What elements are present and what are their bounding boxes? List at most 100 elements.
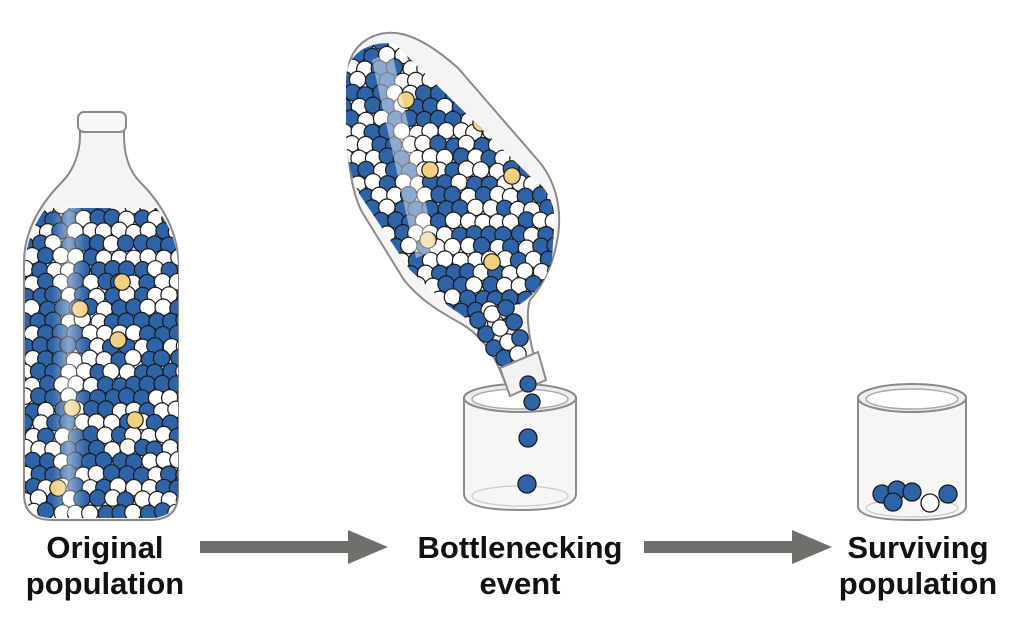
falling-bead: [517, 474, 537, 494]
bead: [416, 313, 435, 332]
bead: [562, 162, 578, 178]
bottle-mouth: [498, 350, 548, 411]
bead: [25, 208, 41, 215]
bead: [552, 302, 555, 321]
bead: [322, 48, 338, 64]
bead: [444, 211, 463, 230]
bead: [546, 136, 555, 154]
bead: [349, 303, 368, 321]
bead: [561, 291, 577, 307]
bead: [410, 22, 426, 38]
bead: [526, 23, 542, 39]
bead: [345, 174, 354, 193]
bead: [377, 277, 396, 295]
bead: [322, 278, 338, 294]
bead: [552, 274, 555, 293]
bead: [530, 135, 549, 154]
bead: [363, 328, 381, 335]
bead: [345, 301, 354, 320]
bead: [323, 23, 339, 39]
bead: [109, 331, 127, 349]
bead: [555, 74, 571, 90]
bead: [523, 393, 541, 411]
bead: [546, 43, 555, 51]
bead: [495, 47, 513, 65]
bead: [545, 288, 555, 307]
bead: [552, 250, 555, 269]
bead: [525, 71, 543, 89]
bead: [481, 23, 497, 39]
bead-cluster: [25, 208, 178, 518]
bead: [364, 301, 382, 319]
bead: [345, 161, 347, 180]
bead: [422, 22, 438, 38]
bead: [170, 248, 178, 267]
bead: [466, 21, 482, 37]
bead: [515, 60, 534, 79]
bead: [170, 348, 178, 367]
bead: [345, 315, 362, 333]
bead: [486, 43, 505, 53]
bead: [176, 438, 178, 456]
bead: [177, 261, 178, 279]
cup-icon: [463, 383, 577, 512]
bead-cluster: [469, 299, 529, 367]
bead: [176, 286, 178, 305]
bead: [560, 87, 576, 103]
bead: [395, 300, 413, 319]
bead: [938, 484, 958, 504]
bead: [345, 263, 361, 282]
bead: [175, 491, 178, 510]
bead: [408, 301, 426, 320]
bead: [435, 326, 454, 335]
bead: [472, 43, 491, 51]
falling-bead: [518, 428, 538, 448]
bead: [323, 251, 339, 267]
bead: [393, 328, 412, 335]
bead: [562, 239, 578, 255]
bead: [357, 237, 376, 256]
bottle-icon: [23, 111, 179, 521]
bead: [546, 314, 555, 333]
bead: [345, 135, 347, 153]
label-line: Original: [46, 530, 164, 565]
bead: [323, 302, 339, 318]
bead: [902, 482, 922, 502]
bead: [36, 246, 55, 265]
bead: [524, 124, 542, 142]
bead: [538, 122, 555, 141]
bead: [351, 225, 370, 243]
bead: [336, 21, 352, 37]
bead: [113, 273, 131, 291]
bead: [545, 59, 555, 78]
bead: [345, 223, 353, 242]
label-line: Bottlenecking: [417, 530, 623, 565]
bead: [345, 43, 347, 52]
bead: [320, 226, 336, 242]
bead: [530, 109, 549, 128]
bead: [544, 110, 555, 129]
bead: [517, 43, 535, 53]
bead: [169, 299, 178, 317]
bead: [345, 290, 362, 308]
bead: [502, 43, 521, 51]
bead: [546, 262, 555, 280]
bead: [479, 73, 498, 92]
bead: [363, 249, 382, 268]
bead: [357, 289, 376, 307]
bead: [345, 263, 347, 282]
bead: [428, 315, 447, 333]
bead: [537, 46, 555, 65]
bead: [532, 43, 550, 53]
bead: [452, 326, 471, 335]
bead: [444, 43, 463, 53]
bead: [443, 288, 462, 306]
bead: [539, 148, 555, 166]
bead: [496, 73, 515, 91]
label-line: event: [479, 566, 561, 601]
bead: [920, 493, 940, 513]
bead: [562, 59, 578, 75]
bead: [561, 316, 577, 332]
bead: [421, 161, 439, 179]
bead: [175, 465, 178, 484]
